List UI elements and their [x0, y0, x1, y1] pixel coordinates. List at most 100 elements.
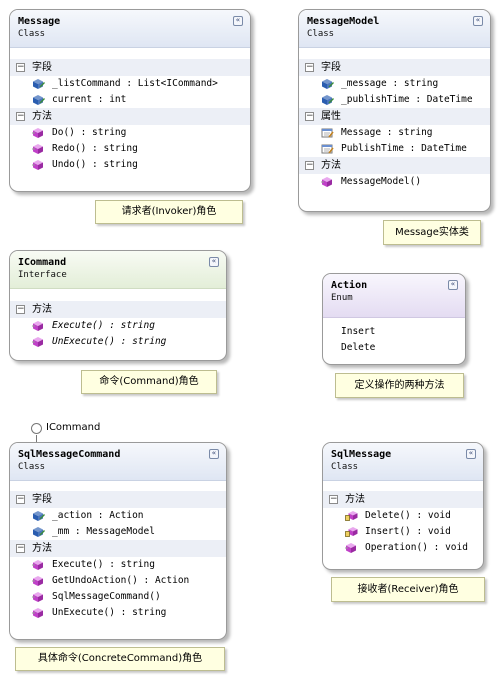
section-methods[interactable]: −方法: [323, 491, 483, 508]
member-row[interactable]: _message : string: [299, 76, 490, 92]
section-fields[interactable]: −字段: [10, 491, 226, 508]
note-operations[interactable]: 定义操作的两种方法: [335, 373, 464, 398]
member-row[interactable]: SqlMessageCommand(): [10, 589, 226, 605]
enum-action[interactable]: Action Enum « Insert Delete: [322, 273, 466, 365]
section-title: 字段: [321, 62, 341, 73]
class-message[interactable]: Message Class « −字段 _listCommand : List<…: [9, 9, 251, 192]
member-text: PublishTime : DateTime: [341, 143, 467, 154]
note-entity[interactable]: Message实体类: [383, 220, 481, 245]
collapse-toggle-icon[interactable]: −: [16, 543, 25, 553]
member-row[interactable]: Undo() : string: [10, 157, 250, 173]
member-row[interactable]: current : int: [10, 92, 250, 108]
member-text: _publishTime : DateTime: [341, 94, 473, 105]
enum-stereotype: Enum: [331, 293, 353, 303]
collapse-toggle-icon[interactable]: −: [305, 111, 314, 121]
enum-value[interactable]: Delete: [341, 342, 376, 353]
note-command[interactable]: 命令(Command)角色: [81, 370, 217, 394]
collapse-chevron-icon[interactable]: «: [233, 16, 243, 26]
member-text: Operation() : void: [365, 542, 468, 553]
collapse-toggle-icon[interactable]: −: [305, 160, 314, 170]
section-methods[interactable]: −方法: [10, 540, 226, 557]
collapse-chevron-icon[interactable]: «: [466, 449, 476, 459]
member-text: Insert() : void: [365, 526, 451, 537]
section-methods[interactable]: −方法: [10, 301, 226, 318]
member-text: Do() : string: [52, 127, 127, 138]
section-title: 方法: [32, 111, 52, 122]
note-text: 请求者(Invoker)角色: [121, 206, 217, 217]
member-row[interactable]: Delete() : void: [323, 508, 483, 524]
note-invoker[interactable]: 请求者(Invoker)角色: [95, 200, 243, 224]
member-text: GetUndoAction() : Action: [52, 575, 190, 586]
member-row[interactable]: _publishTime : DateTime: [299, 92, 490, 108]
method-icon: [321, 176, 334, 188]
member-row[interactable]: Operation() : void: [323, 540, 483, 556]
collapse-chevron-icon[interactable]: «: [209, 257, 219, 267]
field-icon: [32, 526, 45, 538]
collapse-chevron-icon[interactable]: «: [473, 16, 483, 26]
class-header: MessageModel Class «: [299, 10, 490, 48]
collapse-toggle-icon[interactable]: −: [305, 62, 314, 72]
class-sql-message[interactable]: SqlMessage Class « −方法 Delete() : void I…: [322, 442, 484, 570]
member-row[interactable]: Do() : string: [10, 125, 250, 141]
member-row[interactable]: UnExecute() : string: [10, 605, 226, 621]
member-row[interactable]: Insert() : void: [323, 524, 483, 540]
note-receiver[interactable]: 接收者(Receiver)角色: [331, 577, 485, 602]
class-message-model[interactable]: MessageModel Class « −字段 _message : stri…: [298, 9, 491, 212]
method-icon: [345, 542, 358, 554]
member-row[interactable]: Execute() : string: [10, 318, 226, 334]
class-stereotype: Class: [331, 462, 359, 472]
section-title: 字段: [32, 494, 52, 505]
member-text: _mm : MessageModel: [52, 526, 155, 537]
member-text: current : int: [52, 94, 127, 105]
class-name: SqlMessage: [331, 449, 392, 460]
collapse-chevron-icon[interactable]: «: [448, 280, 458, 290]
static-method-icon: [345, 510, 358, 522]
note-concrete-command[interactable]: 具体命令(ConcreteCommand)角色: [15, 647, 225, 671]
note-text: 接收者(Receiver)角色: [357, 584, 459, 595]
member-text: Undo() : string: [52, 159, 138, 170]
member-row[interactable]: _action : Action: [10, 508, 226, 524]
section-methods[interactable]: −方法: [10, 108, 250, 125]
member-row[interactable]: MessageModel(): [299, 174, 490, 190]
method-icon: [32, 559, 45, 571]
collapse-toggle-icon[interactable]: −: [16, 494, 25, 504]
collapse-chevron-icon[interactable]: «: [209, 449, 219, 459]
note-text: 定义操作的两种方法: [354, 380, 445, 391]
method-icon: [32, 320, 45, 332]
note-text: Message实体类: [395, 227, 469, 238]
section-fields[interactable]: −字段: [10, 59, 250, 76]
member-text: Execute() : string: [52, 559, 155, 570]
member-row[interactable]: PublishTime : DateTime: [299, 141, 490, 157]
member-row[interactable]: Message : string: [299, 125, 490, 141]
method-icon: [32, 127, 45, 139]
member-text: UnExecute() : string: [52, 607, 167, 618]
class-header: Message Class «: [10, 10, 250, 48]
section-title: 方法: [32, 543, 52, 554]
member-row[interactable]: _mm : MessageModel: [10, 524, 226, 540]
section-properties[interactable]: −属性: [299, 108, 490, 125]
field-icon: [32, 94, 45, 106]
member-row[interactable]: _listCommand : List<ICommand>: [10, 76, 250, 92]
section-fields[interactable]: −字段: [299, 59, 490, 76]
member-row[interactable]: Redo() : string: [10, 141, 250, 157]
method-icon: [32, 143, 45, 155]
member-row[interactable]: GetUndoAction() : Action: [10, 573, 226, 589]
class-stereotype: Class: [307, 29, 335, 39]
member-row[interactable]: Execute() : string: [10, 557, 226, 573]
member-text: _listCommand : List<ICommand>: [52, 78, 218, 89]
collapse-toggle-icon[interactable]: −: [16, 62, 25, 72]
collapse-toggle-icon[interactable]: −: [16, 111, 25, 121]
member-row[interactable]: UnExecute() : string: [10, 334, 226, 350]
enum-value[interactable]: Insert: [341, 326, 376, 337]
member-text: SqlMessageCommand(): [52, 591, 161, 602]
class-name: Message: [18, 16, 61, 27]
interface-header: ICommand Interface «: [10, 251, 226, 289]
section-methods[interactable]: −方法: [299, 157, 490, 174]
section-title: 属性: [321, 111, 341, 122]
property-icon: [321, 127, 334, 139]
collapse-toggle-icon[interactable]: −: [329, 494, 338, 504]
interface-icommand[interactable]: ICommand Interface « −方法 Execute() : str…: [9, 250, 227, 361]
class-sql-message-command[interactable]: SqlMessageCommand Class « −字段 _action : …: [9, 442, 227, 640]
collapse-toggle-icon[interactable]: −: [16, 304, 25, 314]
interface-name: ICommand: [18, 257, 67, 268]
